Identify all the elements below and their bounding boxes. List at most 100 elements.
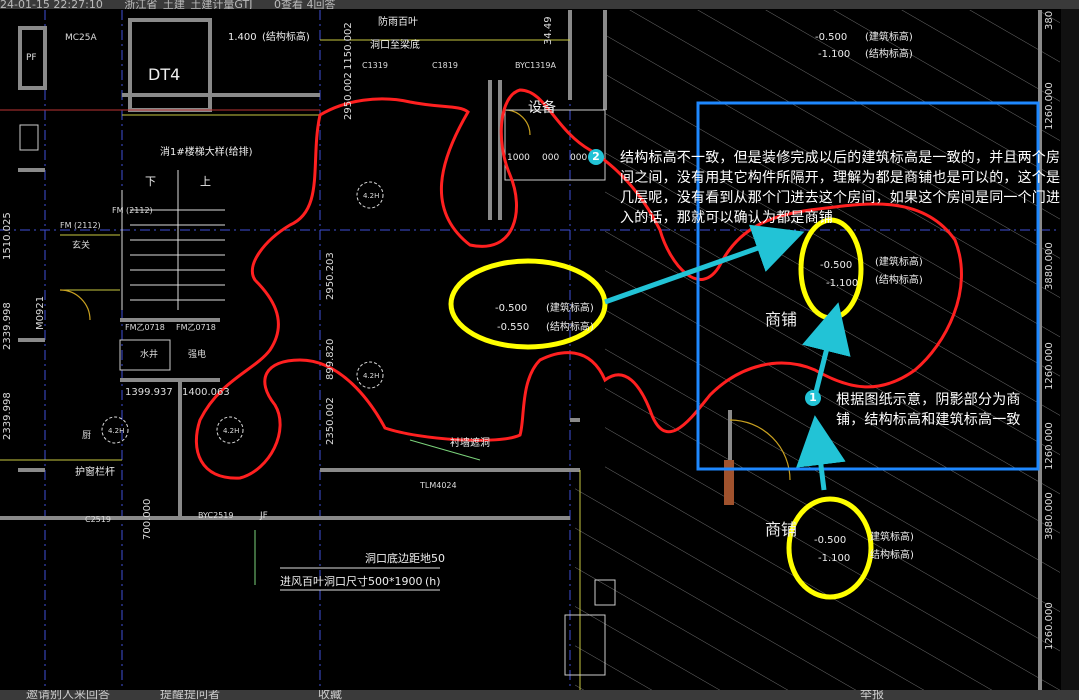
dim-d11: 3880.000	[1044, 242, 1055, 290]
label-kitchen: 厨	[82, 430, 91, 441]
dim-d12: 1260.000	[1044, 82, 1055, 130]
cyan-arrows	[604, 224, 851, 491]
dim-d19: 380	[1044, 11, 1055, 30]
region-tag[interactable]: 浙江省_土建_土建计量GTJ	[124, 0, 253, 9]
label-hole-bottom: 洞口底边距地50	[365, 551, 445, 565]
grid-lines	[0, 10, 1060, 690]
hatch-region-top	[605, 10, 1060, 470]
label-louver-h: (h)	[425, 575, 441, 588]
elev-rightupper-a: -0.500	[820, 260, 852, 271]
remind-asker-link[interactable]: 提醒提问者	[160, 690, 221, 700]
dim-d3: 2950.203	[325, 252, 336, 300]
elev-middle-b-label: (结构标高)	[546, 320, 594, 333]
stats: 0查看 4回答	[273, 0, 336, 9]
label-dt: DT4	[148, 65, 180, 84]
dim-d4: 899.820	[325, 339, 336, 380]
elev-topright-b-label: (结构标高)	[865, 47, 913, 60]
label-fm-a: FM乙0718	[125, 323, 165, 332]
equipment-box	[504, 109, 606, 181]
dim-d8: 1510.025	[2, 212, 13, 260]
cad-thin-lines	[0, 39, 581, 690]
elev-rightlower-a-label: 建筑标高)	[870, 530, 914, 543]
elev-rightupper-b-label: (结构标高)	[875, 273, 923, 286]
label-mc: MC25A	[65, 33, 98, 43]
label-stair-down: 下	[145, 175, 156, 188]
label-c2: C1819	[432, 61, 458, 70]
label-louver: 防雨百叶	[378, 15, 418, 28]
dim-d10: 34.49	[543, 16, 554, 45]
elev-middle-b: -0.550	[497, 322, 529, 333]
fixtures	[19, 124, 616, 676]
label-byc: BYC1319A	[515, 61, 556, 70]
blue-highlight-box	[696, 101, 1040, 471]
dim-d7: 2339.998	[2, 302, 13, 350]
label-d2: 1400.063	[182, 387, 230, 398]
label-foyer: 玄关	[72, 239, 90, 251]
datetime: 24-01-15 22:27:10	[0, 0, 103, 9]
label-stair-detail: 消1#楼梯大样(给排)	[160, 145, 253, 158]
label-shop1: 商铺	[765, 310, 797, 329]
elev-rightlower-b-label: 结构标高)	[870, 548, 914, 561]
label-jf: JF	[259, 511, 268, 521]
dim-m: M0921	[35, 296, 46, 330]
label-hd2: 4.2H	[363, 372, 379, 380]
top-meta-bar: 24-01-15 22:27:10 浙江省_土建_土建计量GTJ 0查看 4回答	[0, 0, 1079, 9]
label-equipment: 设备	[528, 99, 556, 116]
elev-topright-b: -1.100	[818, 49, 850, 60]
brown-door-frame	[724, 460, 734, 505]
label-c1: C1319	[362, 61, 388, 70]
collect-link[interactable]: 收藏	[318, 690, 343, 700]
label-hd3: 4.2H	[108, 427, 124, 435]
label-elev-struct-label: (结构标高)	[262, 30, 310, 43]
elev-rightupper-b: -1.100	[826, 278, 858, 289]
label-pf: PF	[26, 53, 37, 63]
elev-topright-a-label: (建筑标高)	[865, 30, 913, 43]
red-freehand-outline	[194, 88, 963, 480]
marker-2: 2	[588, 149, 604, 165]
label-fm-b: FM乙0718	[176, 323, 216, 332]
dim-d14: 1260.000	[1044, 342, 1055, 390]
invite-answer-link[interactable]: 邀请别人来回答	[26, 690, 111, 700]
section-circles	[101, 181, 384, 444]
label-railing: 护窗栏杆	[75, 465, 115, 478]
label-door-val2: 000	[542, 153, 559, 163]
report-link[interactable]: 举报	[860, 690, 885, 700]
elev-middle-a: -0.500	[495, 303, 527, 314]
label-door-val: 1000	[507, 153, 530, 163]
dim-d5: 2350.002	[325, 397, 336, 445]
label-fm-top: FM (2112)	[112, 206, 153, 215]
dim-d18: 2339.998	[2, 392, 13, 440]
dim-d15: 1260.000	[1044, 422, 1055, 470]
dim-d6: 2950.002	[343, 72, 354, 120]
label-fm-left: FM (2112)	[60, 221, 101, 230]
label-wall-door: 衬墙遮洞	[450, 436, 490, 449]
label-shop2: 商铺	[765, 520, 797, 539]
dim-d16: 1260.000	[1044, 602, 1055, 650]
elev-topright-a: -0.500	[815, 32, 847, 43]
elev-rightlower-b: -1.100	[818, 553, 850, 564]
label-elev-struct: 1.400	[228, 32, 257, 43]
right-edge-panel	[1061, 0, 1079, 690]
walls	[0, 10, 1042, 690]
annotation-note-1: 根据图纸示意，阴影部分为商铺，结构标高和建筑标高一致	[836, 392, 1021, 428]
dim-d17: 700.000	[142, 499, 153, 540]
elev-rightupper-a-label: (建筑标高)	[875, 255, 923, 268]
label-elec: 强电	[188, 348, 206, 360]
bottom-action-bar: 邀请别人来回答 提醒提问者 收藏 举报	[0, 690, 1079, 700]
label-tlm: TLM4024	[419, 481, 457, 490]
dim-d13: 3880.000	[1044, 492, 1055, 540]
label-louver-size: 进风百叶洞口尺寸500*1900	[280, 574, 423, 588]
label-hole-top: 洞口至梁底	[370, 38, 420, 51]
label-byc2: BYC2519	[198, 511, 233, 520]
elev-middle-a-label: (建筑标高)	[546, 301, 594, 314]
annotation-note-2: 结构标高不一致，但是装修完成以后的建筑标高是一致的，并且两个房间之间，没有用其它…	[620, 150, 1061, 226]
hatch-region-bottom	[575, 470, 1060, 690]
label-door-val3: 000	[570, 153, 587, 163]
label-hd4: 4.2H	[223, 427, 239, 435]
marker-1: 1	[805, 390, 821, 406]
label-fire-tap: 水井	[140, 348, 158, 360]
dim-d9: 1150.002	[343, 22, 354, 70]
label-c3: C2519	[85, 515, 111, 524]
label-stair-up: 上	[200, 175, 211, 188]
